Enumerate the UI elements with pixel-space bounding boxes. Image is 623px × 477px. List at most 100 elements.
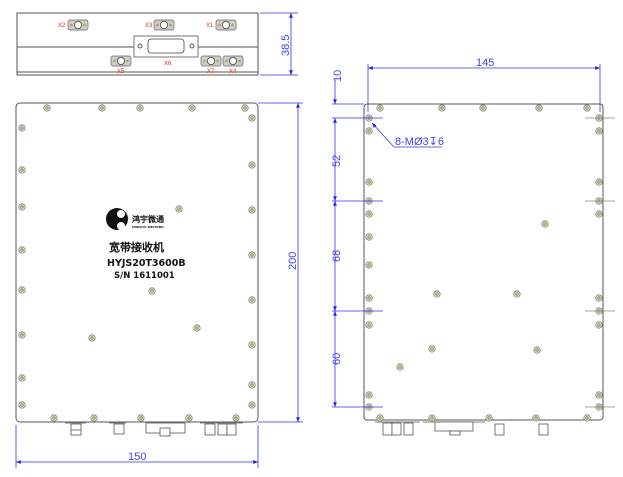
svg-text:鸿宇微通: 鸿宇微通 [132, 214, 164, 224]
screw-icon [583, 414, 591, 422]
rear-bottom-connectors [375, 421, 549, 436]
dimension-width-rear: 145 [367, 57, 601, 112]
screw-icon [428, 414, 436, 422]
screw-icon [18, 286, 26, 294]
screw-icon [248, 341, 256, 349]
screw-icon [365, 391, 373, 399]
screw-icon [248, 401, 256, 409]
label-x5: X5 [117, 69, 125, 75]
dimension-height-top: 38.5 [260, 12, 298, 76]
screw-icon [248, 206, 256, 214]
company-logo: 鸿宇微通 HONGYU WEITONG [106, 208, 164, 230]
screw-icon [248, 251, 256, 259]
screw-icon [18, 331, 26, 339]
svg-text:60: 60 [331, 353, 343, 365]
screw-icon [535, 104, 543, 112]
screw-icon [98, 104, 106, 112]
screw-icon [595, 210, 603, 218]
label-x4: X4 [229, 69, 237, 75]
screw-icon [365, 210, 373, 218]
screw-icon [595, 178, 603, 186]
screw-icon [248, 296, 256, 304]
screw-icon [433, 290, 441, 298]
screw-icon [428, 345, 436, 353]
screw-icon [595, 321, 603, 329]
screw-icon [18, 124, 26, 132]
screw-icon [248, 161, 256, 169]
dimension-spacing-rear: 52 68 60 [331, 117, 383, 408]
screw-icon [513, 290, 521, 298]
screw-icon [241, 104, 249, 112]
front-panel [15, 102, 259, 423]
screw-icon [136, 104, 144, 112]
screw-icon [50, 414, 58, 422]
screw-icon [438, 104, 446, 112]
screw-icon [18, 374, 26, 382]
screw-icon [193, 324, 201, 332]
svg-text:68: 68 [331, 250, 343, 262]
screw-icon [185, 414, 193, 422]
screw-icon [18, 401, 26, 409]
screw-icon [532, 414, 540, 422]
connector-x1 [215, 19, 237, 31]
product-name: 宽带接收机 [108, 240, 164, 254]
screw-icon [137, 414, 145, 422]
connector-x2 [67, 19, 89, 31]
svg-text:52: 52 [331, 155, 343, 167]
screw-icon [18, 203, 26, 211]
screw-icon [365, 233, 373, 241]
rear-mark-lines [585, 117, 615, 408]
connector-x6 [133, 35, 199, 58]
screw-icon [188, 104, 196, 112]
connector-x5 [110, 55, 132, 67]
svg-text:HONGYU WEITONG: HONGYU WEITONG [132, 225, 164, 229]
svg-text:145: 145 [476, 57, 494, 69]
screw-icon [18, 246, 26, 254]
screw-icon [376, 104, 384, 112]
screw-icon [485, 414, 493, 422]
screw-icon [365, 261, 373, 269]
connector-x7 [200, 55, 222, 67]
screw-icon [376, 414, 384, 422]
front-view: 鸿宇微通 HONGYU WEITONG 宽带接收机 HYJS20T3600B S… [15, 102, 303, 468]
screw-icon [365, 321, 373, 329]
connector-x3 [153, 19, 175, 31]
screw-icon [365, 178, 373, 186]
screw-icon [43, 104, 51, 112]
top-view-body [16, 12, 259, 76]
serial-number: S/N 1611001 [114, 271, 175, 281]
screw-icon [88, 334, 96, 342]
screw-icon [595, 127, 603, 135]
label-x6: X6 [164, 61, 172, 67]
screw-icon [595, 391, 603, 399]
top-view: X2 X3 X1 X6 X5 X7 X4 38.5 [16, 12, 298, 76]
screw-icon [541, 220, 549, 228]
screw-icon [248, 114, 256, 122]
front-bottom-connectors [65, 422, 243, 437]
label-x7: X7 [207, 69, 215, 75]
svg-text:38.5: 38.5 [280, 35, 292, 56]
svg-text:200: 200 [287, 252, 299, 270]
label-x2: X2 [58, 23, 66, 29]
screw-icon [396, 363, 404, 371]
screw-icon [232, 414, 240, 422]
label-x1: X1 [206, 23, 214, 29]
rear-screws [365, 104, 603, 422]
dimension-height-front: 200 [258, 102, 303, 423]
label-x3: X3 [145, 23, 153, 29]
model-number: HYJS20T3600B [107, 258, 186, 269]
svg-text:150: 150 [128, 451, 146, 463]
screw-icon [148, 287, 156, 295]
screw-icon [248, 381, 256, 389]
svg-text:8-MØ3↧6: 8-MØ3↧6 [395, 136, 444, 148]
rear-view: 145 10 52 68 60 8-MØ3↧6 [331, 57, 615, 436]
dimension-offset-rear: 10 [332, 70, 364, 105]
rear-panel [363, 103, 604, 421]
dimension-width-front: 150 [15, 425, 259, 468]
screw-icon [175, 205, 183, 213]
screw-icon [595, 294, 603, 302]
svg-text:10: 10 [332, 70, 344, 82]
screw-icon [18, 166, 26, 174]
connector-x4 [222, 55, 244, 67]
